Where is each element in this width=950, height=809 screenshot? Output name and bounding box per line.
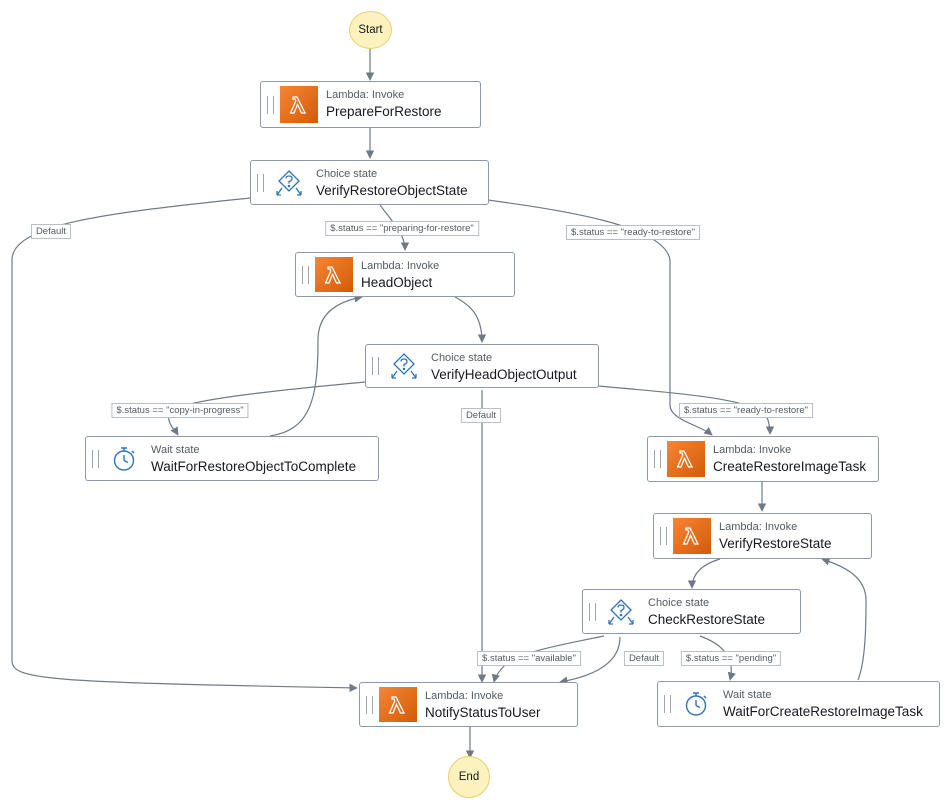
state-name: PrepareForRestore bbox=[326, 104, 442, 119]
choice-icon bbox=[270, 165, 308, 200]
state-kind: Lambda: Invoke bbox=[719, 521, 798, 533]
state-name: CheckRestoreState bbox=[648, 612, 766, 627]
drag-handle[interactable] bbox=[267, 95, 274, 114]
state-kind: Choice state bbox=[648, 597, 710, 609]
choice-icon bbox=[385, 349, 423, 383]
state-check-restore-state[interactable]: Choice state CheckRestoreState bbox=[582, 589, 801, 634]
edge-ready-to-create-image bbox=[487, 199, 713, 436]
edge-default-to-notify bbox=[11, 197, 358, 693]
state-notify-status-to-user[interactable]: Lambda: Invoke NotifyStatusToUser bbox=[359, 682, 578, 727]
state-name: VerifyRestoreObjectState bbox=[316, 183, 468, 198]
state-kind: Lambda: Invoke bbox=[361, 260, 440, 272]
lambda-icon bbox=[673, 518, 711, 554]
state-kind: Lambda: Invoke bbox=[713, 444, 792, 456]
drag-handle[interactable] bbox=[372, 357, 379, 375]
edge-label-copy-in-progress: $.status == "copy-in-progress" bbox=[111, 403, 249, 418]
edge-wait-image-to-verify-state bbox=[821, 557, 867, 681]
state-kind: Lambda: Invoke bbox=[326, 89, 405, 101]
drag-handle[interactable] bbox=[589, 602, 596, 621]
state-kind: Wait state bbox=[151, 444, 200, 456]
state-name: HeadObject bbox=[361, 275, 433, 290]
drag-handle[interactable] bbox=[660, 527, 667, 545]
state-kind: Choice state bbox=[431, 352, 493, 364]
state-name: VerifyHeadObjectOutput bbox=[431, 367, 577, 382]
edge-default3-to-notify bbox=[559, 636, 621, 685]
edge-label-pending: $.status == "pending" bbox=[680, 651, 782, 666]
end-node[interactable]: End bbox=[448, 756, 490, 798]
state-kind: Lambda: Invoke bbox=[425, 690, 504, 702]
lambda-icon bbox=[379, 687, 417, 722]
state-create-restore-image-task[interactable]: Lambda: Invoke CreateRestoreImageTask bbox=[647, 436, 879, 482]
edge-label-preparing-for-restore: $.status == "preparing-for-restore" bbox=[325, 221, 479, 236]
edge-label-available: $.status == "available" bbox=[477, 651, 581, 666]
state-prepare-for-restore[interactable]: Lambda: Invoke PrepareForRestore bbox=[260, 81, 481, 128]
state-verify-restore-state[interactable]: Lambda: Invoke VerifyRestoreState bbox=[653, 513, 872, 559]
state-verify-head-object-output[interactable]: Choice state VerifyHeadObjectOutput bbox=[365, 344, 599, 388]
edge-label-ready-to-restore: $.status == "ready-to-restore" bbox=[679, 403, 813, 418]
state-kind: Wait state bbox=[723, 689, 772, 701]
state-name: WaitForCreateRestoreImageTask bbox=[723, 704, 923, 719]
state-name: CreateRestoreImageTask bbox=[713, 459, 867, 474]
state-kind: Choice state bbox=[316, 168, 378, 180]
drag-handle[interactable] bbox=[92, 449, 99, 468]
edge-headobject-to-verify-head bbox=[454, 296, 487, 343]
timer-icon bbox=[677, 686, 715, 722]
drag-handle[interactable] bbox=[654, 450, 661, 468]
state-wait-for-restore-object-to-complete[interactable]: Wait state WaitForRestoreObjectToComplet… bbox=[85, 436, 379, 481]
edge-verify-state-to-check bbox=[687, 558, 721, 589]
choice-icon bbox=[602, 594, 640, 629]
edge-label-default: Default bbox=[30, 224, 72, 239]
lambda-icon bbox=[315, 257, 353, 292]
drag-handle[interactable] bbox=[257, 173, 264, 192]
drag-handle[interactable] bbox=[366, 695, 373, 714]
state-name: WaitForRestoreObjectToComplete bbox=[151, 459, 357, 474]
timer-icon bbox=[105, 441, 143, 476]
state-verify-restore-object-state[interactable]: Choice state VerifyRestoreObjectState bbox=[250, 160, 489, 205]
state-name: VerifyRestoreState bbox=[719, 536, 832, 551]
drag-handle[interactable] bbox=[302, 265, 309, 284]
state-name: NotifyStatusToUser bbox=[425, 705, 541, 720]
state-wait-for-create-restore-image-task[interactable]: Wait state WaitForCreateRestoreImageTask bbox=[657, 681, 940, 727]
drag-handle[interactable] bbox=[664, 695, 671, 713]
lambda-icon bbox=[667, 441, 705, 477]
edge-label-ready-to-restore: $.status == "ready-to-restore" bbox=[566, 225, 700, 240]
edge-label-default: Default bbox=[623, 651, 665, 666]
state-head-object[interactable]: Lambda: Invoke HeadObject bbox=[295, 252, 515, 297]
edge-label-default: Default bbox=[460, 408, 502, 423]
lambda-icon bbox=[280, 86, 318, 123]
start-node[interactable]: Start bbox=[349, 11, 392, 49]
edge-wait-to-headobject bbox=[269, 294, 363, 437]
